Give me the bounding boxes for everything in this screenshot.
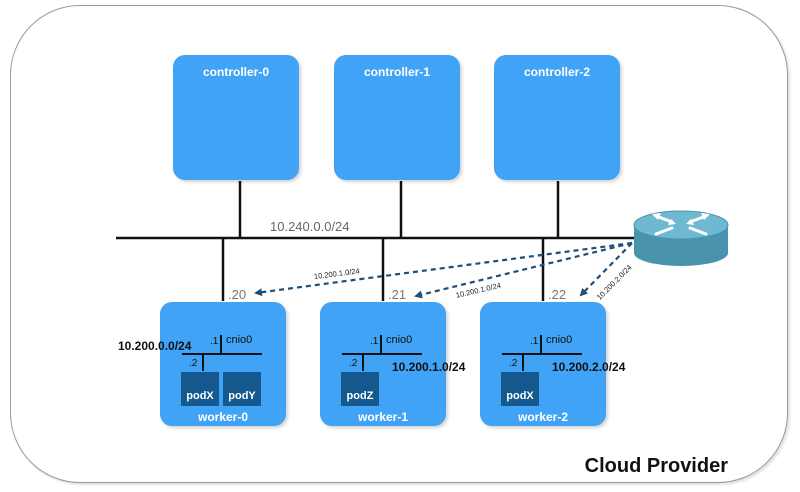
worker-2-pod-x[interactable]: podX bbox=[501, 372, 539, 406]
worker-2-pod-cidr: 10.200.2.0/24 bbox=[552, 360, 626, 374]
worker-2-bridge-line bbox=[502, 353, 582, 355]
route-arrow-worker-0 bbox=[254, 241, 633, 297]
controller-2-title: controller-2 bbox=[523, 65, 590, 79]
worker-1-bridge-line bbox=[342, 353, 422, 355]
cloud-provider-label: Cloud Provider bbox=[584, 455, 728, 477]
worker-2-node[interactable]: .1 cnio0 .2 podX worker-2 bbox=[480, 302, 606, 426]
worker-1-ip-label: .21 bbox=[388, 287, 407, 302]
worker-2-bridge-name: cnio0 bbox=[546, 334, 573, 346]
worker-1-pod-ip: .2 bbox=[349, 358, 358, 369]
worker-0-bridge-ip: .1 bbox=[210, 336, 219, 347]
router-icon bbox=[633, 210, 729, 266]
worker-1-podz-stem bbox=[362, 353, 364, 371]
worker-1-bridge-ip: .1 bbox=[370, 336, 379, 347]
worker-0-pod-cidr: 10.200.0.0/24 bbox=[118, 339, 192, 353]
worker-1-node[interactable]: .1 cnio0 .2 podZ worker-1 bbox=[320, 302, 446, 426]
controller-0-title: controller-0 bbox=[202, 65, 269, 79]
worker-1-bridge-name: cnio0 bbox=[386, 334, 413, 346]
worker-1-pod-z[interactable]: podZ bbox=[341, 372, 379, 406]
controller-1-node[interactable]: controller-1 bbox=[334, 55, 460, 180]
worker-0-pod-x[interactable]: podX bbox=[181, 372, 219, 406]
controller-0-node[interactable]: controller-0 bbox=[173, 55, 299, 180]
worker-2-title: worker-2 bbox=[517, 410, 569, 424]
controller-2-node[interactable]: controller-2 bbox=[494, 55, 620, 180]
worker-1-bridge-stem bbox=[380, 335, 382, 353]
worker-0-pod-ip: .2 bbox=[189, 358, 198, 369]
controller-1-title: controller-1 bbox=[363, 65, 430, 79]
network-cidr-label: 10.240.0.0/24 bbox=[270, 219, 350, 234]
worker-0-pod-y[interactable]: podY bbox=[223, 372, 261, 406]
worker-0-bridge-name: cnio0 bbox=[226, 334, 253, 346]
worker-1-pod-cidr: 10.200.1.0/24 bbox=[392, 360, 466, 374]
worker-0-podx-stem bbox=[202, 353, 204, 371]
worker-0-node[interactable]: .1 cnio0 .2 podX podY worker-0 bbox=[160, 302, 286, 426]
worker-2-pod-ip: .2 bbox=[509, 358, 518, 369]
worker-0-bridge-stem bbox=[220, 335, 222, 353]
route-arrow-worker-2 bbox=[579, 242, 633, 297]
worker-2-bridge-stem bbox=[540, 335, 542, 353]
worker-2-podx-stem bbox=[522, 353, 524, 371]
worker-0-title: worker-0 bbox=[197, 410, 249, 424]
worker-2-ip-label: .22 bbox=[548, 287, 567, 302]
worker-0-ip-label: .20 bbox=[228, 287, 247, 302]
worker-0-bridge-line bbox=[182, 353, 262, 355]
worker-1-title: worker-1 bbox=[357, 410, 409, 424]
route-arrow-worker-1 bbox=[414, 241, 633, 299]
worker-2-bridge-ip: .1 bbox=[530, 336, 539, 347]
